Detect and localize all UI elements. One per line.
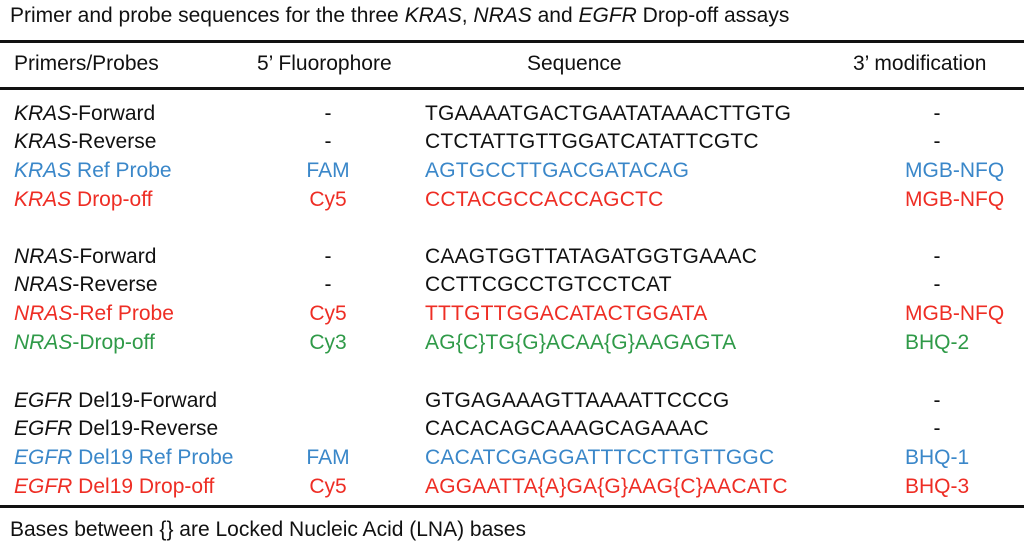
row-primer-name: NRAS-Forward <box>14 243 156 271</box>
row-modification: - <box>933 417 941 440</box>
row-primer-name: EGFR Del19 Ref Probe <box>14 444 233 472</box>
row-modification: - <box>933 389 941 412</box>
row-sequence: CACATCGAGGATTTCCTTGTTGGC <box>425 446 775 469</box>
row-gene: NRAS <box>14 273 73 296</box>
title-prefix: Primer and probe sequences for the three <box>10 4 405 27</box>
table-row: NRAS-Drop-off Cy3 AG{C}TG{G}ACAA{G}AAGAGTA… <box>0 329 1024 357</box>
row-modification: BHQ-1 <box>905 446 970 469</box>
row-primer-suffix: Del19-Reverse <box>72 417 219 440</box>
table-title: Primer and probe sequences for the three… <box>10 2 789 30</box>
title-gene-kras: KRAS <box>404 4 462 27</box>
row-fluorophore: Cy5 <box>309 475 347 498</box>
row-primer-suffix: -Forward <box>72 245 157 268</box>
row-sequence: CCTTCGCCTGTCCTCAT <box>425 273 672 296</box>
row-primer-suffix: Del19-Forward <box>72 389 218 412</box>
row-sequence: AG{C}TG{G}ACAA{G}AAGAGTA <box>425 331 737 354</box>
row-sequence: AGGAATTA{A}GA{G}AAG{C}AACATC <box>425 475 788 498</box>
table-row: NRAS-Forward - CAAGTGGTTATAGATGGTGAAAC - <box>0 243 1024 271</box>
row-modification: BHQ-2 <box>905 331 970 354</box>
table-row: KRAS Drop-off Cy5 CCTACGCCACCAGCTC MGB-NFQ <box>0 186 1024 214</box>
row-sequence: CTCTATTGTTGGATCATATTCGTC <box>425 130 759 153</box>
row-sequence: CACACAGCAAAGCAGAAAC <box>425 417 709 440</box>
bottom-rule <box>0 505 1024 508</box>
row-primer-suffix: Ref Probe <box>71 159 172 182</box>
row-primer-suffix: -Forward <box>71 102 156 125</box>
title-suffix: Drop-off assays <box>636 4 790 27</box>
row-modification: - <box>933 102 941 125</box>
title-gene-nras: NRAS <box>473 4 532 27</box>
row-fluorophore: - <box>324 102 332 125</box>
row-gene: EGFR <box>14 389 73 412</box>
row-fluorophore: Cy5 <box>309 302 347 325</box>
row-fluorophore: FAM <box>306 159 350 182</box>
row-gene: KRAS <box>14 102 72 125</box>
row-gene: KRAS <box>14 130 72 153</box>
row-sequence: GTGAGAAAGTTAAAATTCCCG <box>425 389 730 412</box>
row-modification: - <box>933 130 941 153</box>
row-gene: EGFR <box>14 475 73 498</box>
row-fluorophore: - <box>324 130 332 153</box>
row-gene: NRAS <box>14 331 73 354</box>
row-primer-suffix: -Ref Probe <box>72 302 174 325</box>
row-fluorophore: Cy3 <box>309 331 347 354</box>
table-row: KRAS-Forward - TGAAAATGACTGAATATAAACTTGTG - <box>0 100 1024 128</box>
row-primer-suffix: -Reverse <box>71 130 157 153</box>
row-primer-suffix: Del19 Drop-off <box>72 475 215 498</box>
row-sequence: CCTACGCCACCAGCTC <box>425 188 664 211</box>
row-sequence: TGAAAATGACTGAATATAAACTTGTG <box>425 102 792 125</box>
row-modification: - <box>933 245 941 268</box>
row-primer-suffix: -Drop-off <box>72 331 155 354</box>
title-sep: and <box>531 4 579 27</box>
row-primer-name: KRAS-Reverse <box>14 128 156 156</box>
row-modification: MGB-NFQ <box>905 188 1005 211</box>
row-modification: MGB-NFQ <box>905 302 1005 325</box>
row-sequence: CAAGTGGTTATAGATGGTGAAAC <box>425 245 758 268</box>
row-gene: EGFR <box>14 446 73 469</box>
row-fluorophore: Cy5 <box>309 188 347 211</box>
header-fluorophore: 5’ Fluorophore <box>257 52 392 75</box>
row-fluorophore: FAM <box>306 446 350 469</box>
row-sequence: TTTGTTGGACATACTGGATA <box>425 302 708 325</box>
table-row: KRAS Ref Probe FAM AGTGCCTTGACGATACAG MGB-N… <box>0 157 1024 185</box>
table-row: EGFR Del19-Reverse CACACAGCAAAGCAGAAAC - <box>0 415 1024 443</box>
row-primer-name: KRAS Ref Probe <box>14 157 172 185</box>
header-sequence: Sequence <box>527 52 622 75</box>
row-primer-suffix: Del19 Ref Probe <box>72 446 234 469</box>
table-row: NRAS-Ref Probe Cy5 TTTGTTGGACATACTGGATA MGB… <box>0 300 1024 328</box>
table-row: NRAS-Reverse - CCTTCGCCTGTCCTCAT - <box>0 271 1024 299</box>
row-primer-suffix: -Reverse <box>72 273 158 296</box>
header-primers-probes: Primers/Probes <box>14 52 159 75</box>
row-fluorophore: - <box>324 273 332 296</box>
row-primer-name: NRAS-Drop-off <box>14 329 155 357</box>
footnote: Bases between {} are Locked Nucleic Acid… <box>10 518 526 541</box>
row-gene: NRAS <box>14 302 73 325</box>
row-primer-name: KRAS-Forward <box>14 100 155 128</box>
table-row: EGFR Del19 Drop-off Cy5 AGGAATTA{A}GA{G}AA… <box>0 473 1024 501</box>
row-gene: KRAS <box>14 188 72 211</box>
table-row: EGFR Del19-Forward GTGAGAAAGTTAAAATTCCCG - <box>0 387 1024 415</box>
header-rule <box>0 87 1024 90</box>
row-sequence: AGTGCCTTGACGATACAG <box>425 159 690 182</box>
row-modification: - <box>933 273 941 296</box>
row-primer-name: EGFR Del19-Forward <box>14 387 217 415</box>
row-primer-suffix: Drop-off <box>71 188 153 211</box>
row-gene: EGFR <box>14 417 73 440</box>
row-fluorophore: - <box>324 245 332 268</box>
row-gene: NRAS <box>14 245 73 268</box>
title-gene-egfr: EGFR <box>578 4 637 27</box>
header-modification: 3’ modification <box>853 52 987 75</box>
row-modification: MGB-NFQ <box>905 159 1005 182</box>
row-primer-name: EGFR Del19 Drop-off <box>14 473 214 501</box>
row-gene: KRAS <box>14 159 72 182</box>
row-primer-name: KRAS Drop-off <box>14 186 153 214</box>
top-rule <box>0 40 1024 43</box>
title-sep: , <box>461 4 474 27</box>
table-row: EGFR Del19 Ref Probe FAM CACATCGAGGATTTCCT… <box>0 444 1024 472</box>
row-primer-name: NRAS-Reverse <box>14 271 158 299</box>
row-primer-name: EGFR Del19-Reverse <box>14 415 218 443</box>
table-row: KRAS-Reverse - CTCTATTGTTGGATCATATTCGTC - <box>0 128 1024 156</box>
row-primer-name: NRAS-Ref Probe <box>14 300 174 328</box>
row-modification: BHQ-3 <box>905 475 970 498</box>
